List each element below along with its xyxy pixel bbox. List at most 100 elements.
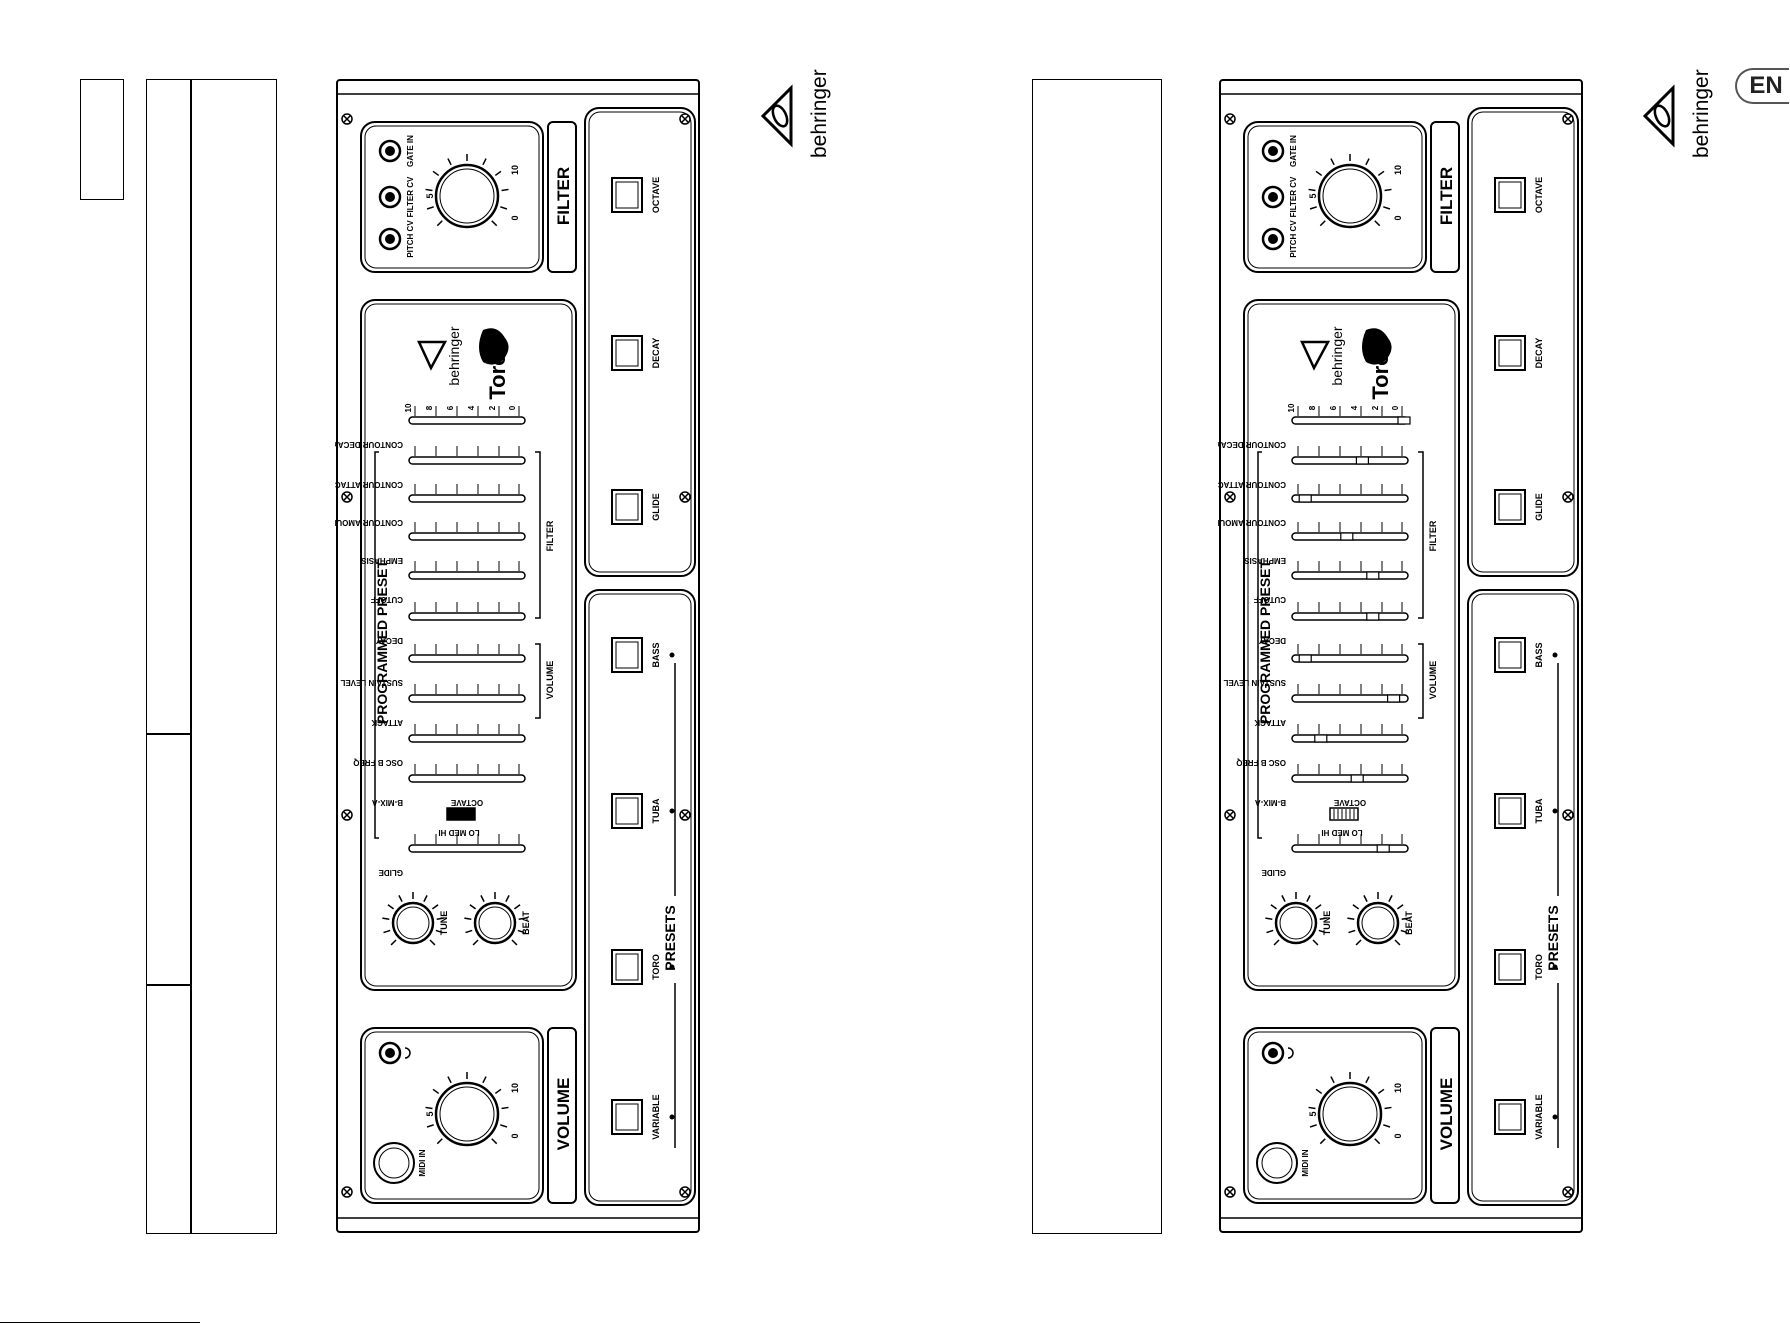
slider-scale-label: 2: [1371, 405, 1380, 410]
panel-frame: [1219, 79, 1583, 1233]
function-buttons-inner: [1471, 111, 1575, 573]
slider-label: SUSTAIN LEVEL: [340, 678, 403, 687]
knob-body: [1274, 901, 1318, 945]
button-bevel: [1498, 641, 1522, 669]
knob-tick: [1281, 895, 1286, 902]
octave-switch: [1329, 807, 1359, 821]
slider-track: [408, 416, 526, 425]
slider-label: ATTACK: [371, 718, 403, 727]
button-bevel: [615, 493, 639, 521]
tune-knob: [382, 892, 444, 946]
jack-icon: [378, 139, 402, 163]
knob-tick: [1330, 158, 1335, 166]
knob-tick: [390, 939, 397, 946]
preset-module-inner: [1247, 303, 1456, 987]
panel-frame: [336, 79, 700, 1233]
knob-scale-min: 0: [510, 215, 520, 220]
knob-tick: [494, 170, 502, 177]
screw-icon: [1224, 113, 1236, 125]
preset-led: [1552, 1114, 1558, 1120]
knob-tick: [494, 1088, 502, 1095]
screw-slot: [681, 115, 689, 123]
slider-track: [408, 612, 526, 621]
volume-group-bracket: [535, 643, 541, 719]
slider-label: EMPHASIS: [1244, 556, 1286, 565]
knob-scale-mid: 5: [425, 1111, 435, 1116]
behringer-logo-icon: [417, 340, 448, 371]
slider-label: DECAY: [375, 636, 403, 645]
knob-body: [1317, 163, 1383, 229]
preset-led: [1552, 808, 1558, 814]
jack-hole: [385, 234, 395, 244]
slider-track: [408, 571, 526, 580]
knob-scale-mid: 5: [425, 193, 435, 198]
slider-track: [1291, 571, 1409, 580]
knob-tick: [423, 895, 428, 902]
knob-tick: [1315, 170, 1323, 177]
presets-module: [584, 589, 696, 1206]
slider-handle: [1314, 734, 1328, 743]
tune-label: TUNE: [1322, 911, 1332, 936]
button-label: DECAY: [1534, 338, 1544, 369]
slider-handle: [1298, 654, 1312, 663]
jack-hole: [385, 1048, 395, 1058]
knob-tick: [482, 1076, 487, 1084]
button-bevel: [1498, 1103, 1522, 1131]
table-row-divider: [146, 984, 190, 986]
function-buttons-inner: [588, 111, 692, 573]
filter-module: [360, 121, 544, 273]
slider-track: [1291, 494, 1409, 503]
button-bevel: [1498, 181, 1522, 209]
function-buttons-module: [1467, 107, 1579, 577]
knob-tick: [1374, 220, 1381, 227]
slider-track: [408, 734, 526, 743]
jack-icon: [1261, 227, 1285, 251]
gate-in-label: GATE IN: [1289, 135, 1298, 167]
slider-track: [1291, 694, 1409, 703]
knob-tick: [1265, 917, 1273, 920]
filter-label-box: [1430, 121, 1460, 273]
volume-group-bracket: [1418, 643, 1424, 719]
slider-handle: [1340, 532, 1354, 541]
filter-group-bracket: [1418, 451, 1424, 619]
knob-tick: [1270, 904, 1278, 910]
function-buttons-module: [584, 107, 696, 577]
button-bevel: [615, 181, 639, 209]
text-box: [1032, 79, 1162, 1234]
behringer-logo-icon: [1300, 340, 1331, 371]
button-label: VARIABLE: [1534, 1094, 1544, 1139]
slider-handle: [1366, 612, 1380, 621]
knob-tick: [432, 170, 440, 177]
slider-label: CONTOUR ATTACK: [1218, 480, 1286, 489]
slider-label: CONTOUR AMOUNT: [1218, 518, 1286, 527]
slider-scale-label: 6: [446, 405, 455, 410]
filter-bracket: [1257, 451, 1262, 839]
slider-handle: [1355, 456, 1369, 465]
beat-knob: [1347, 892, 1409, 946]
beat-label: BEAT: [521, 911, 531, 935]
knob-tick: [1314, 904, 1322, 910]
screw-icon: [1562, 491, 1574, 503]
brand-wordmark: behringer: [808, 69, 831, 158]
slider-handle: [1350, 774, 1364, 783]
filter-group-label: FILTER: [1428, 520, 1438, 551]
slider-label: GLIDE: [1261, 868, 1286, 877]
screw-head: [679, 1186, 691, 1198]
slider-track: [1291, 844, 1409, 853]
filter-module-inner: [1247, 125, 1423, 269]
brand-wordmark: behringer: [1690, 69, 1713, 158]
knob-tick: [435, 929, 443, 934]
knob-body: [1317, 1081, 1383, 1147]
screw-head: [679, 809, 691, 821]
knob-tick: [1309, 1124, 1317, 1128]
screw-head: [1562, 809, 1574, 821]
knob-body: [473, 901, 517, 945]
knob-tick: [500, 1124, 508, 1128]
slider-track: [408, 774, 526, 783]
screw-icon: [341, 113, 353, 125]
knob-tick: [1394, 939, 1401, 946]
button-bevel: [615, 797, 639, 825]
knob-ring: [1361, 906, 1395, 940]
